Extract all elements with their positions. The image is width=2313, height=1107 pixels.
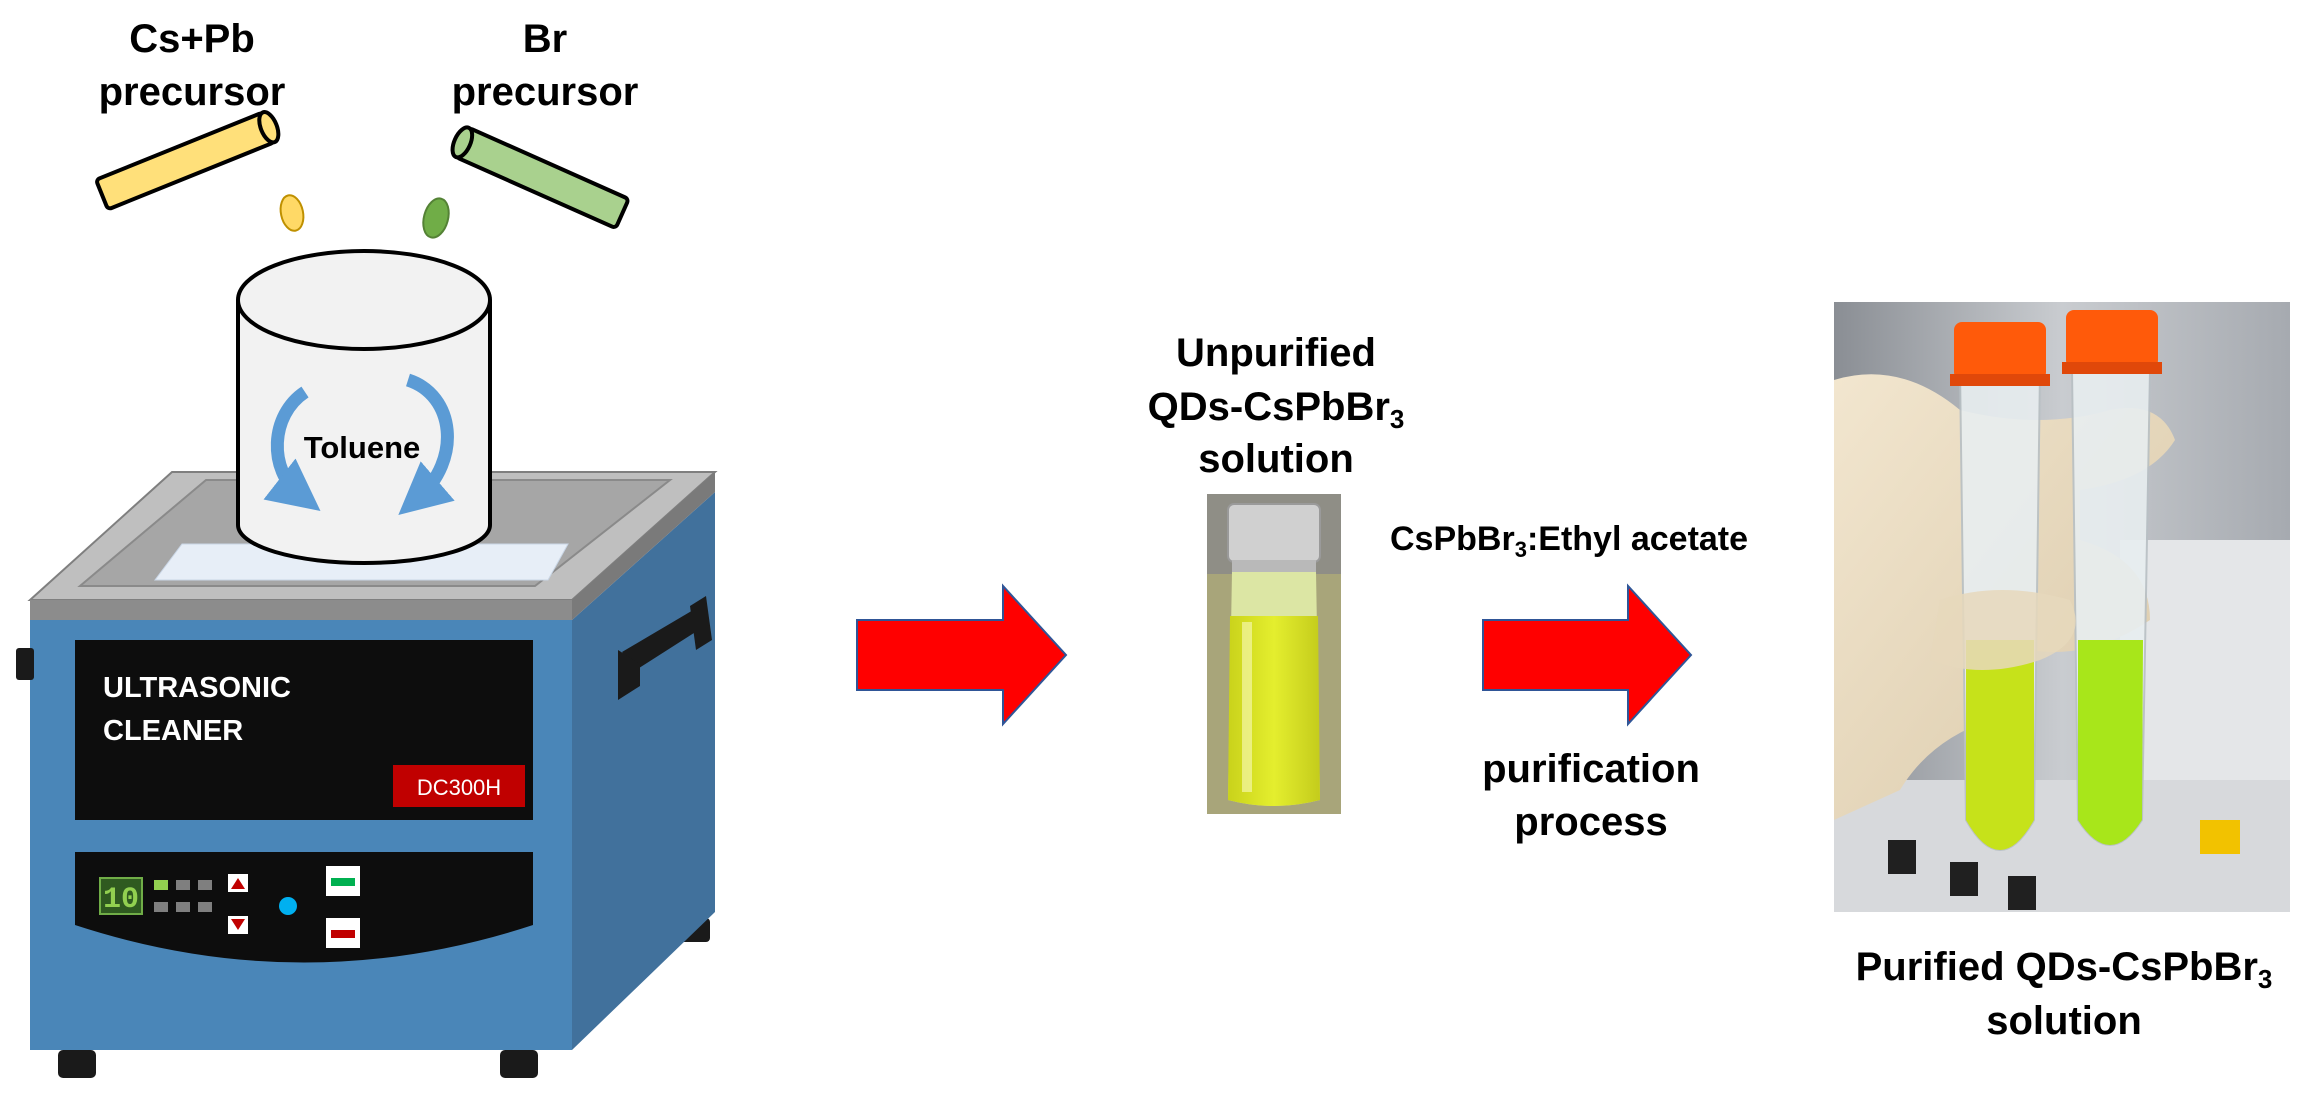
cleaner-display-readout: 10 [103,883,139,917]
green-droplet [422,197,450,239]
cs-pb-precursor-label-line2: precursor [99,70,286,114]
vial-photo [1207,494,1341,814]
yellow-droplet [279,194,305,232]
right-arrow-icon [856,583,1068,727]
ultrasonic-cleaner-icon: ULTRASONIC CLEANER DC300H 10 [16,471,718,1078]
ratio-label: CsPbBr3:Ethyl acetate [1390,520,1748,562]
cleaner-name-line1: ULTRASONIC [103,672,291,704]
toluene-label: Toluene [304,430,421,465]
purified-label-line2: solution [1986,999,2142,1043]
beaker-icon: Toluene [236,249,492,565]
br-precursor-label-line2: precursor [452,70,639,114]
test-tube-green-icon [450,125,630,229]
right-arrow-icon [1482,583,1693,727]
circular-arrow-icon [263,386,321,512]
indicator-light-icon [279,897,297,915]
unpurified-label-line3: solution [1198,437,1354,481]
centrifuge-tubes-photo [1834,302,2290,912]
cleaner-model-label: DC300H [417,775,501,800]
br-precursor-label-line1: Br [523,17,567,61]
cleaner-name-line2: CLEANER [103,715,243,747]
test-tube-yellow-icon [95,110,281,211]
unpurified-label-line2: QDs-CsPbBr3 [1148,385,1405,434]
circular-arrow-icon [398,373,455,516]
purification-label-line2: process [1514,800,1667,844]
purification-label-line1: purification [1482,747,1700,791]
purified-label-line1: Purified QDs-CsPbBr3 [1856,945,2273,994]
cs-pb-precursor-label-line1: Cs+Pb [129,17,255,61]
unpurified-label-line1: Unpurified [1176,331,1376,375]
